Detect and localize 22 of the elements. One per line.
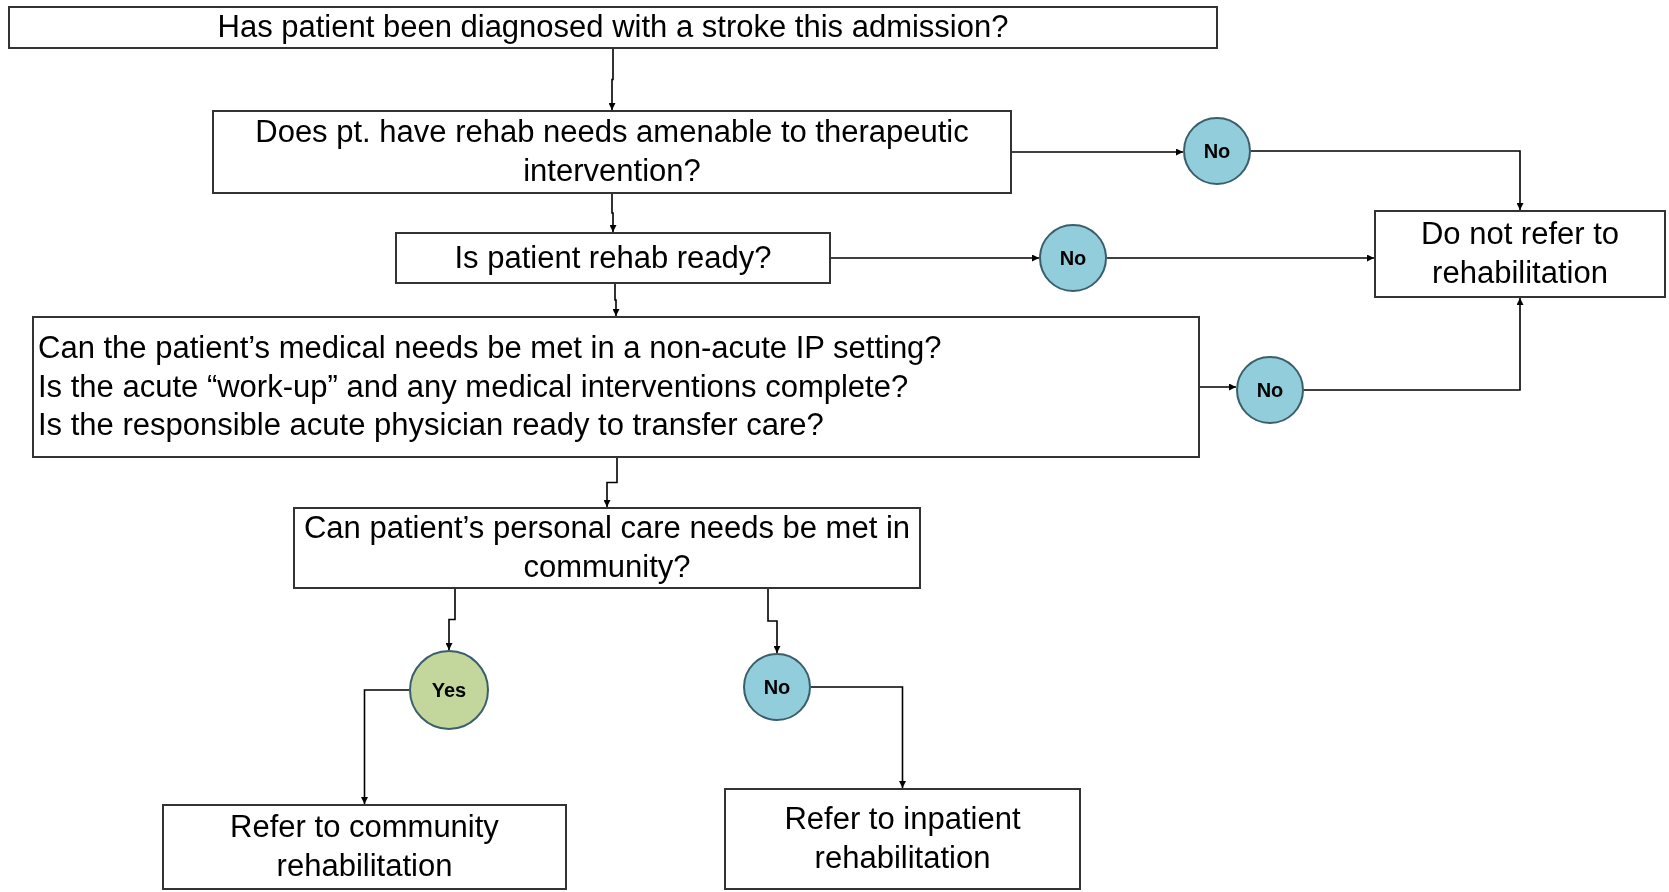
question-box: Refer to inpatient rehabilitation [724,788,1081,890]
arrow [608,48,616,111]
question-box: Do not refer to rehabilitation [1374,210,1666,298]
question-box: Refer to community rehabilitation [162,804,567,890]
arrow [810,686,906,789]
arrow [767,588,781,654]
arrow [1303,297,1524,391]
question-box: Can the patient’s medical needs be met in a non-acute IP setting? Is the acute “work-up” and any medical interventions complete? Is the responsible acute physician ready to transfer care? [32,316,1200,458]
arrow [603,457,618,508]
question-box: Can patient’s personal care needs be met in community? [293,507,921,589]
arrow [1250,150,1524,211]
arrow [445,588,456,651]
arrow [830,254,1040,262]
question-box: Is patient rehab ready? [395,232,831,284]
arrow [612,283,620,317]
question-box: Has patient been diagnosed with a stroke this admission? [8,6,1218,49]
arrow [1106,254,1375,262]
arrow [361,689,410,805]
question-box: Does pt. have rehab needs amenable to therapeutic intervention? [212,110,1012,194]
arrow [1011,148,1184,156]
arrow [609,193,617,233]
arrow [1199,383,1237,391]
